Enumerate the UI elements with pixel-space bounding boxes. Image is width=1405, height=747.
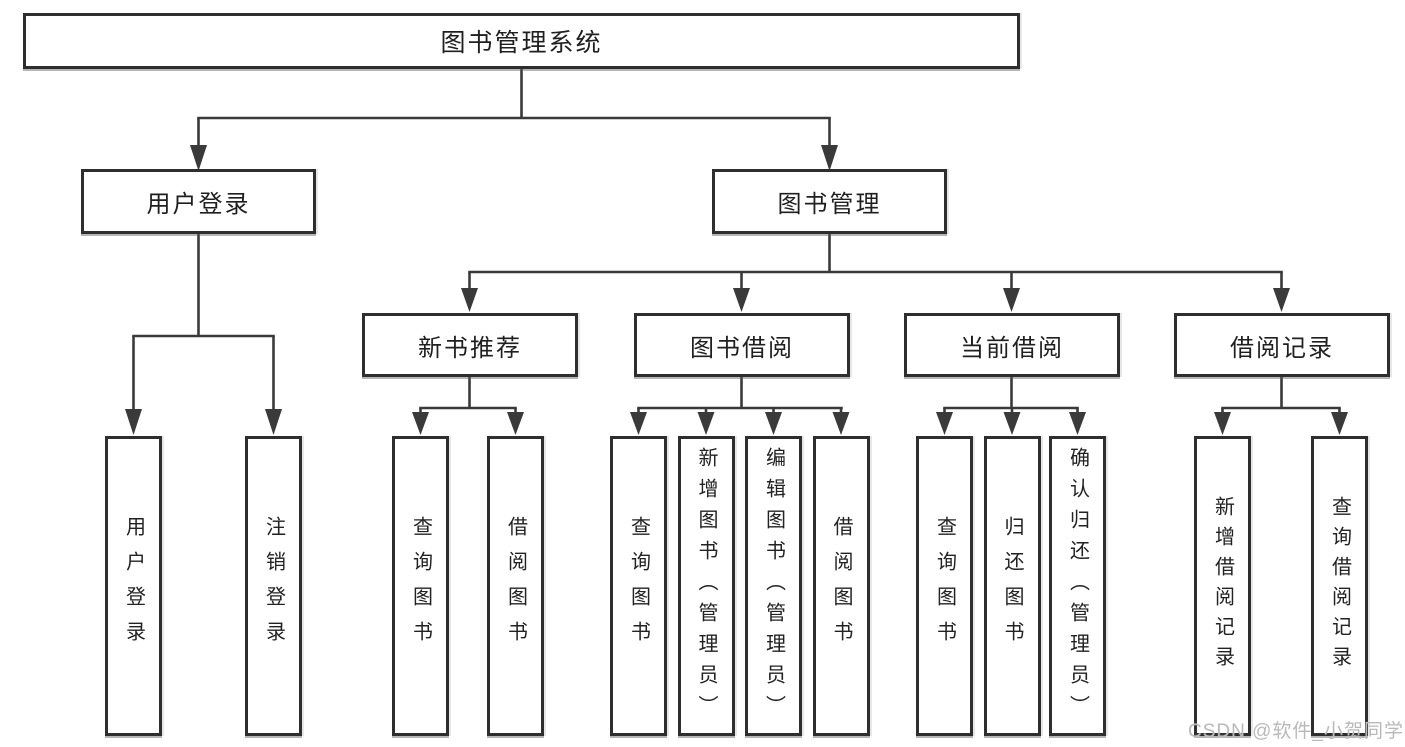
leaf-label: 注销登录 xyxy=(262,516,285,656)
branch-borrow xyxy=(630,377,850,435)
leaf-label: 查询图书 xyxy=(627,516,650,656)
branch-records xyxy=(1214,377,1348,435)
leaf-borrow-book: 借阅图书 xyxy=(812,436,870,736)
node-borrow-records: 借阅记录 xyxy=(1174,313,1390,377)
leaf-current-query-book: 查询图书 xyxy=(916,436,973,736)
leaf-label: 新增图书（管理员） xyxy=(695,446,717,726)
leaf-label: 归还图书 xyxy=(1001,516,1023,656)
leaf-recommend-query-book: 查询图书 xyxy=(392,436,449,736)
node-current-borrow: 当前借阅 xyxy=(904,313,1120,377)
branch-root xyxy=(190,68,838,171)
leaf-label: 新增借阅记录 xyxy=(1211,496,1234,676)
node-label: 图书管理 xyxy=(777,191,882,218)
leaf-label: 编辑图书（管理员） xyxy=(762,446,785,726)
leaf-add-book-admin: 新增图书（管理员） xyxy=(677,436,735,736)
branch-user-login xyxy=(125,234,282,435)
node-user-login: 用户登录 xyxy=(81,169,316,234)
leaf-label: 借阅图书 xyxy=(830,516,852,656)
leaf-query-borrow-record: 查询借阅记录 xyxy=(1311,436,1368,736)
branch-book-manage xyxy=(461,234,1290,312)
node-book-manage: 图书管理 xyxy=(712,169,947,234)
leaf-label: 借阅图书 xyxy=(504,516,527,656)
node-label: 图书管理系统 xyxy=(440,29,603,57)
csdn-watermark: CSDN @软件_小贺同学 xyxy=(1188,721,1404,742)
node-label: 当前借阅 xyxy=(960,334,1064,362)
leaf-edit-book-admin: 编辑图书（管理员） xyxy=(745,436,802,736)
node-system-title: 图书管理系统 xyxy=(23,13,1020,69)
branch-current xyxy=(936,377,1086,435)
leaf-recommend-borrow-book: 借阅图书 xyxy=(487,436,544,736)
leaf-label: 确认归还（管理员） xyxy=(1066,446,1089,726)
node-label: 用户登录 xyxy=(146,191,251,218)
leaf-borrow-query-book: 查询图书 xyxy=(610,436,667,736)
leaf-return-book: 归还图书 xyxy=(983,436,1041,736)
leaf-confirm-return-admin: 确认归还（管理员） xyxy=(1049,436,1106,736)
leaf-label: 用户登录 xyxy=(122,516,145,656)
node-label: 借阅记录 xyxy=(1230,334,1334,362)
leaf-logout: 注销登录 xyxy=(245,436,302,736)
branch-recommend xyxy=(412,377,524,435)
node-label: 新书推荐 xyxy=(418,334,522,362)
leaf-label: 查询借阅记录 xyxy=(1328,496,1351,676)
leaf-add-borrow-record: 新增借阅记录 xyxy=(1194,436,1251,736)
node-label: 图书借阅 xyxy=(690,334,794,362)
leaf-user-login: 用户登录 xyxy=(105,436,162,736)
leaf-label: 查询图书 xyxy=(933,516,956,656)
node-new-book-recommend: 新书推荐 xyxy=(362,313,578,377)
leaf-label: 查询图书 xyxy=(409,516,432,656)
node-book-borrow: 图书借阅 xyxy=(634,313,850,377)
